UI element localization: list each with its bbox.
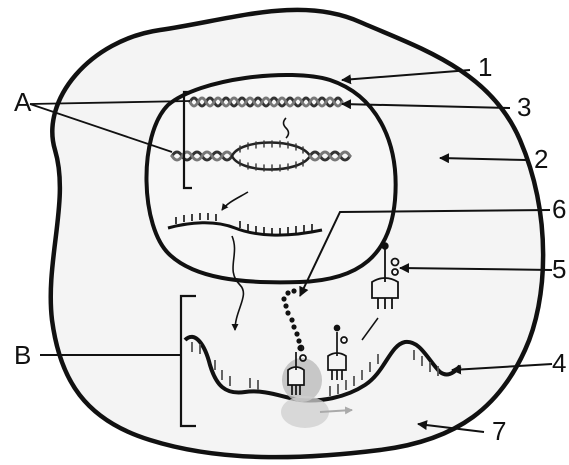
label-1: 1 xyxy=(478,52,492,82)
label-5: 5 xyxy=(552,254,566,284)
label-4: 4 xyxy=(552,348,566,378)
label-2: 2 xyxy=(534,144,548,174)
label-a: A xyxy=(14,87,32,117)
label-7: 7 xyxy=(492,416,506,446)
label-6: 6 xyxy=(552,194,566,224)
label-3: 3 xyxy=(517,92,531,122)
label-b: B xyxy=(14,340,31,370)
